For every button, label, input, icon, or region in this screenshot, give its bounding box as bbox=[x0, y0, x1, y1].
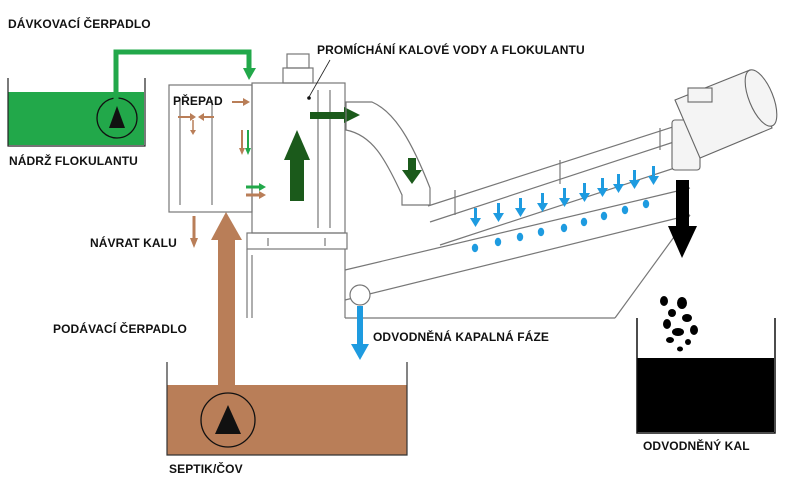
dewatered-liquid-label: ODVODNĚNÁ KAPALNÁ FÁZE bbox=[373, 330, 549, 344]
septic-tank bbox=[166, 362, 408, 456]
mixing-up-arrow-icon bbox=[284, 130, 310, 201]
flocculant-tank-label: NÁDRŽ FLOKULANTU bbox=[9, 154, 138, 168]
mixing-outflow-arrow-icon bbox=[310, 107, 360, 123]
mixing-callout-line bbox=[308, 59, 331, 98]
sludge-cake-pieces bbox=[660, 296, 698, 352]
sludge-return-arrow-icon bbox=[190, 216, 198, 248]
stirrer-point bbox=[307, 96, 311, 100]
septic-label: SEPTIK/ČOV bbox=[169, 462, 243, 476]
overflow-label: PŘEPAD bbox=[173, 94, 223, 108]
flocculant-tank bbox=[7, 78, 146, 147]
sludge-return-label: NÁVRAT KALU bbox=[90, 236, 177, 250]
drain-outlet bbox=[349, 284, 371, 306]
liquid-outlet-arrow-icon bbox=[351, 306, 369, 360]
liquid-down-arrows bbox=[470, 166, 659, 227]
screw-press bbox=[344, 123, 691, 319]
sludge-container bbox=[636, 318, 776, 434]
droplet-icon bbox=[471, 199, 650, 253]
feed-pump-icon bbox=[200, 392, 256, 448]
transfer-chute bbox=[345, 101, 431, 206]
motor-icon bbox=[671, 69, 778, 171]
dosing-pump-label: DÁVKOVACÍ ČERPADLO bbox=[8, 17, 151, 31]
flocculant-dosing-line bbox=[113, 49, 252, 100]
mixing-label: PROMÍCHÁNÍ KALOVÉ VODY A FLOKULANTU bbox=[317, 43, 585, 57]
chute-down-arrow-icon bbox=[402, 158, 422, 184]
dewatered-sludge-label: ODVODNĚNÝ KAL bbox=[643, 439, 750, 453]
feed-pump-label: PODÁVACÍ ČERPADLO bbox=[53, 322, 187, 336]
flocculant-arrow-icon bbox=[243, 68, 256, 80]
cake-discharge-arrow-icon bbox=[668, 180, 697, 258]
sludge-feed-pipe bbox=[218, 238, 235, 410]
overflow-flow-arrows bbox=[178, 98, 266, 199]
sludge-feed-arrow-icon bbox=[211, 212, 242, 240]
